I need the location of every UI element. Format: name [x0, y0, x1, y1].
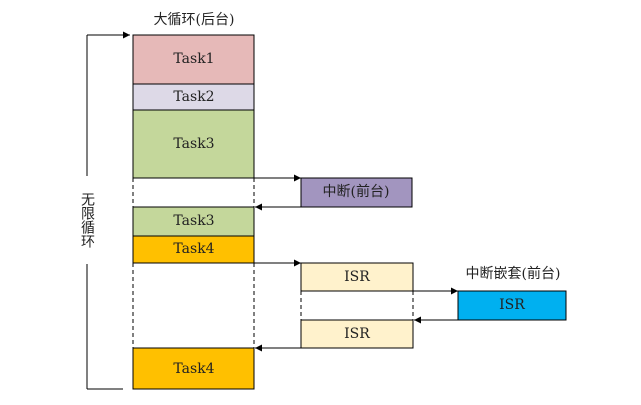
infinite-loop-label: 无限循环: [79, 192, 95, 248]
isr-resumed-block: [300, 319, 414, 349]
nested-interrupt-title: 中断嵌套(前台): [466, 265, 561, 282]
isr-block: [300, 262, 414, 292]
interrupt-gap: [132, 178, 255, 207]
main-loop-title: 大循环(后台): [154, 12, 235, 28]
task3-resumed-block: [132, 206, 255, 237]
task3-label: Task3: [173, 136, 214, 152]
task4-label: Task4: [173, 241, 214, 257]
isr-label: ISR: [344, 269, 370, 285]
task1-label: Task1: [173, 51, 214, 67]
task4-resumed-label: Task4: [173, 361, 214, 377]
interrupt-label: 中断(前台): [323, 183, 390, 200]
task3-resumed-label: Task3: [173, 213, 214, 229]
nested-isr-block: [457, 290, 567, 321]
isr-resumed-label: ISR: [344, 326, 370, 342]
infinite-loop-bracket: [86, 31, 130, 390]
task2-label: Task2: [173, 89, 214, 105]
nested-gap: [300, 291, 414, 320]
task3-block: [132, 109, 255, 179]
isr-gap: [132, 263, 255, 348]
task1-block: [132, 34, 255, 85]
interrupt-block: [300, 177, 413, 208]
nested-isr-label: ISR: [499, 297, 525, 313]
task4-resumed-block: [132, 347, 255, 390]
task4-block: [132, 235, 255, 264]
